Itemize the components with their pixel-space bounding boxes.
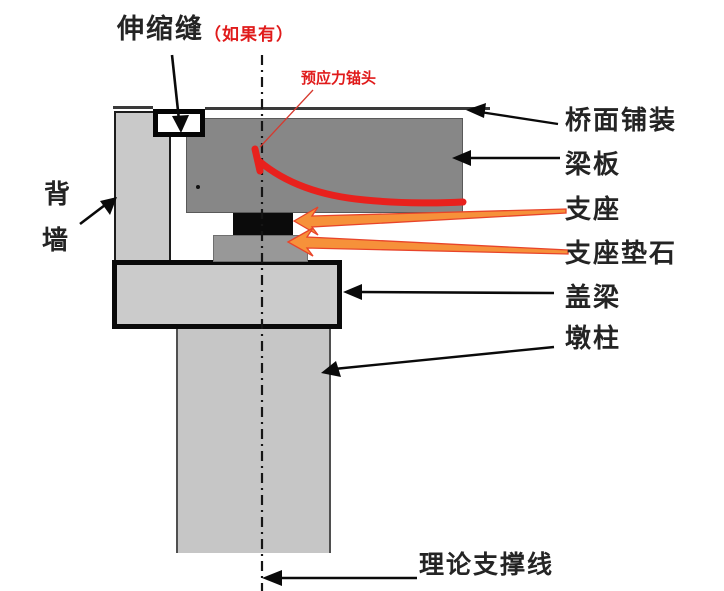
beam-slab-arrow [452,150,560,166]
bearing-pedestal-shape [213,235,308,262]
deck-pavement-label: 桥面铺装 [565,105,678,135]
expansion-joint-box [153,109,205,137]
beam-slab-shape [186,118,463,213]
deck-pavement-line-right [205,107,490,110]
back-wall-label-char2: 墙 [42,225,71,255]
beam-slab-label: 梁板 [565,149,622,179]
expansion-joint-label: 伸缩缝 [117,14,204,44]
back-wall-label-char1: 背 [44,179,73,209]
expansion-joint-note-label: （如果有） [204,25,294,44]
deck-pavement-line-left [113,106,153,109]
bearing-label: 支座 [565,194,622,224]
bearing-shape [233,213,293,235]
pedestal-orange-arrow [286,227,569,257]
theoretical-line-arrow [262,570,417,586]
pier-column-arrow [321,345,555,377]
cap-beam-shape [112,260,342,329]
cap-beam-arrow [343,284,555,300]
bearing-pedestal-label: 支座垫石 [565,238,678,268]
back-wall-arrow [79,197,117,226]
cap-beam-label: 盖梁 [565,282,622,312]
beam-dot-mark [196,185,200,189]
prestress-anchor-label: 预应力锚头 [301,70,377,87]
pier-column-shape [176,329,331,553]
theoretical-support-line-label: 理论支撑线 [419,551,555,579]
pier-column-label: 墩柱 [565,323,622,353]
